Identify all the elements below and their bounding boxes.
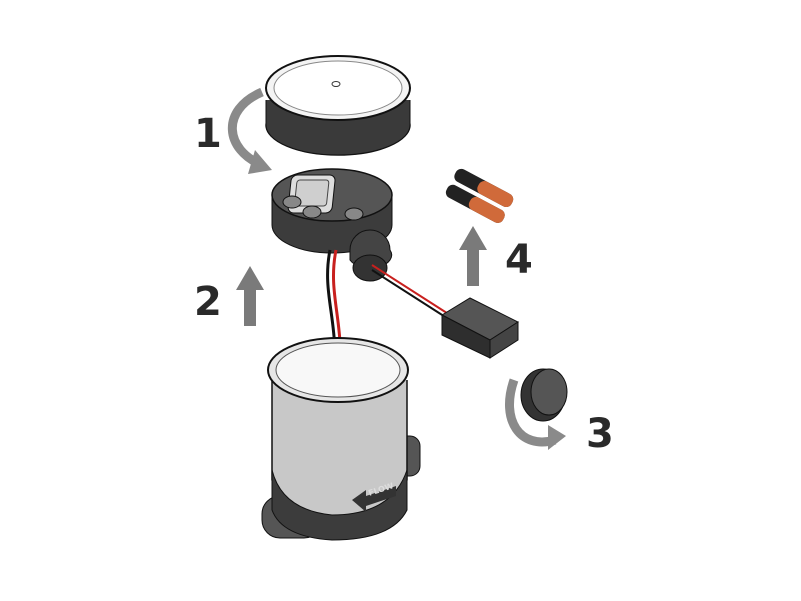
step-number-3: 3 [586,411,614,457]
battery-plug [520,368,568,422]
display-unit [271,168,393,282]
rotate-arrow-1 [227,87,264,170]
battery-holder [440,297,520,359]
up-arrow-2 [236,266,264,326]
step-number-4: 4 [505,237,533,283]
meter-body [261,337,421,541]
rotate-arrow-3 [505,378,557,447]
step-number-1: 1 [194,111,222,157]
step-number-2: 2 [194,279,222,325]
top-cap [265,55,411,156]
aa-batteries [445,168,514,223]
up-arrow-4 [459,226,487,286]
